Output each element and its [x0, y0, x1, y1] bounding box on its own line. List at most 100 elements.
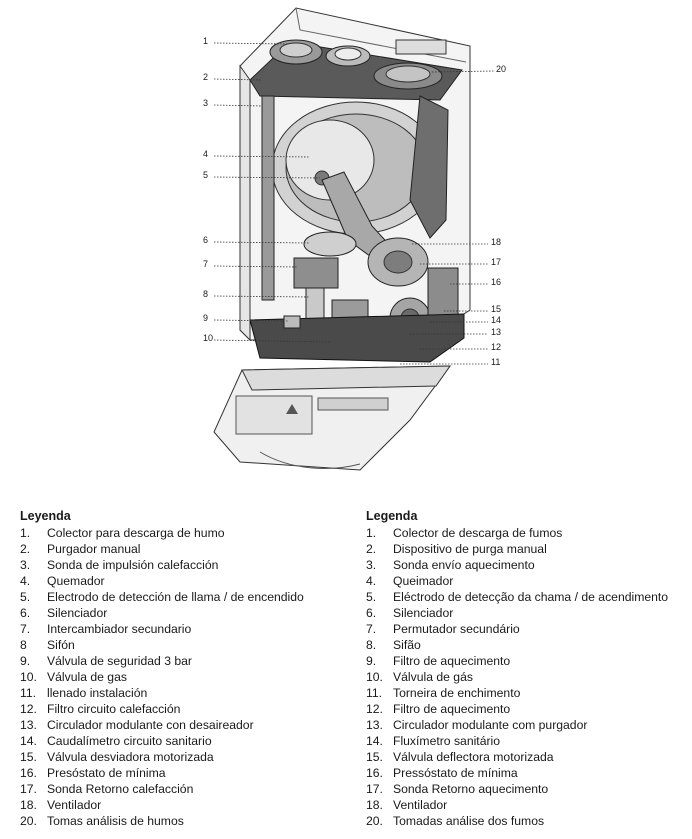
- callout-11: 11: [491, 357, 500, 367]
- leader-10: [213, 339, 331, 343]
- legend-number: 10.: [20, 670, 37, 684]
- flue-collector-center-inner: [334, 47, 362, 61]
- legend-text: Sifón: [47, 638, 75, 652]
- legend-number: 11.: [20, 686, 37, 700]
- legend-number: 20.: [20, 814, 37, 828]
- legend-number: 18.: [20, 798, 37, 812]
- boiler-illustration: [213, 7, 471, 471]
- legend-number: 18.: [366, 798, 383, 812]
- legend-text: Dispositivo de purga manual: [393, 542, 547, 556]
- legend-text: Quemador: [47, 574, 105, 588]
- legend-item: 8.Sifão: [366, 637, 692, 653]
- legend-text: Silenciador: [393, 606, 454, 620]
- legend-number: 17.: [366, 782, 383, 796]
- callout-13: 13: [491, 327, 501, 337]
- legend-text: Filtro circuito calefacción: [47, 702, 181, 716]
- legend-item: 17.Sonda Retorno aquecimento: [366, 781, 692, 797]
- legend-title: Leyenda: [20, 509, 71, 523]
- leader-9: [213, 319, 289, 322]
- legend-number: 1.: [20, 526, 31, 540]
- legend-text: Ventilador: [47, 798, 102, 812]
- legend-item: 6. Silenciador: [366, 605, 692, 621]
- legend-number: 7.: [20, 622, 31, 636]
- rear-fittings: [395, 39, 447, 55]
- fan-hub: [383, 250, 413, 274]
- legend-text: Sonda de impulsión calefacción: [47, 558, 219, 572]
- secondary-exchanger: [293, 257, 339, 289]
- legend-item: 7.Intercambiador secundario: [20, 621, 340, 637]
- legend-text: Ventilador: [393, 798, 448, 812]
- legend-list: 1. Colector para descarga de humo 2. Purga…: [20, 525, 340, 829]
- legend-number: 2.: [366, 542, 377, 556]
- legend-text: Sonda Retorno calefacción: [47, 782, 194, 796]
- legend-item: 4.Queimador: [366, 573, 692, 589]
- callout-18: 18: [491, 237, 501, 247]
- legend-text: Válvula deflectora motorizada: [393, 750, 554, 764]
- legend-item: 10.Válvula de gás: [366, 669, 692, 685]
- legend-item: 3.Sonda de impulsión calefacción: [20, 557, 340, 573]
- legend-number: 6.: [366, 606, 377, 620]
- callout-labels: 1 2 3 4 5 6 7 8 9 10 20 18 17 16 15 14 1…: [203, 36, 506, 367]
- legend-text: Queimador: [393, 574, 454, 588]
- legend-item: 2. Purgador manual: [20, 541, 340, 557]
- legend-number: 12.: [366, 702, 383, 716]
- legend-item: 2. Dispositivo de purga manual: [366, 541, 692, 557]
- legend-item: 12. Filtro circuito calefacción: [20, 701, 340, 717]
- insulation-panel: [409, 95, 449, 239]
- legend-item: 13.Circulador modulante com purgador: [366, 717, 692, 733]
- callout-3: 3: [203, 98, 208, 108]
- legend-text: Presóstato de mínima: [47, 766, 166, 780]
- legend-text: Filtro de aquecimento: [393, 654, 511, 668]
- callout-7: 7: [203, 259, 208, 269]
- flue-collector-left-inner: [279, 42, 313, 58]
- legend-text: Colector de descarga de fumos: [393, 526, 563, 540]
- legend-item: 17.Sonda Retorno calefacción: [20, 781, 340, 797]
- callout-20: 20: [496, 64, 506, 74]
- legend-spanish: Leyenda 1. Colector para descarga de humo…: [20, 508, 340, 829]
- legend-number: 9.: [366, 654, 377, 668]
- legend-text: Pressóstato de mínima: [393, 766, 518, 780]
- legend-number: 8.: [366, 638, 377, 652]
- legend-text: Colector para descarga de humo: [47, 526, 225, 540]
- silencer: [303, 231, 357, 257]
- legend-number: 3.: [366, 558, 377, 572]
- legend-list: 1.Colector de descarga de fumos 2.Dispos…: [366, 525, 692, 829]
- legend-item: 13.Circulador modulante con desaireador: [20, 717, 340, 733]
- legend-portuguese: Legenda 1.Colector de descarga de fumos …: [366, 508, 692, 829]
- legend-item: 6.Silenciador: [20, 605, 340, 621]
- legend-item: 15.Válvula deflectora motorizada: [366, 749, 692, 765]
- legend-text: llenado instalación: [47, 686, 148, 700]
- legend-text: Tomas análisis de humos: [47, 814, 184, 828]
- legend-item: 20.Tomadas análise dos fumos: [366, 813, 692, 829]
- legend-item: 9. Filtro de aquecimento: [366, 653, 692, 669]
- legend-number: 7.: [366, 622, 377, 636]
- legend-item: 14.Fluxímetro sanitário: [366, 733, 692, 749]
- legend-item: 11. llenado instalación: [20, 685, 340, 701]
- legend-item: 16.Pressóstato de mínima: [366, 765, 692, 781]
- bottom-tray: [249, 313, 465, 363]
- legend-number: 13.: [20, 718, 37, 732]
- legend-number: 2.: [20, 542, 31, 556]
- callout-15: 15: [491, 304, 501, 314]
- callout-2: 2: [203, 72, 208, 82]
- leader-2: [213, 78, 263, 81]
- legend-item: 18. Ventilador: [366, 797, 692, 813]
- callout-12: 12: [491, 342, 501, 352]
- legend-number: 4.: [20, 574, 31, 588]
- leader-5: [213, 176, 321, 179]
- legend-text: Caudalímetro circuito sanitario: [47, 734, 212, 748]
- legend-number: 6.: [20, 606, 31, 620]
- leader-4: [213, 155, 311, 158]
- legend-number: 12.: [20, 702, 37, 716]
- legend-number: 9.: [20, 654, 31, 668]
- boiler-exploded-diagram: 1 2 3 4 5 6 7 8 9 10 20 18 17 16 15 14 1…: [203, 7, 506, 471]
- legend-number: 15.: [20, 750, 37, 764]
- legend-item: 9.Válvula de seguridad 3 bar: [20, 653, 340, 669]
- control-panel-display: [317, 397, 389, 411]
- legend-item: 5.Electrodo de detección de llama / de e…: [20, 589, 340, 605]
- legend-text: Purgador manual: [47, 542, 141, 556]
- legend-text: Sonda envío aquecimento: [393, 558, 535, 572]
- safety-valve: [283, 315, 301, 329]
- legend-text: Fluxímetro sanitário: [393, 734, 501, 748]
